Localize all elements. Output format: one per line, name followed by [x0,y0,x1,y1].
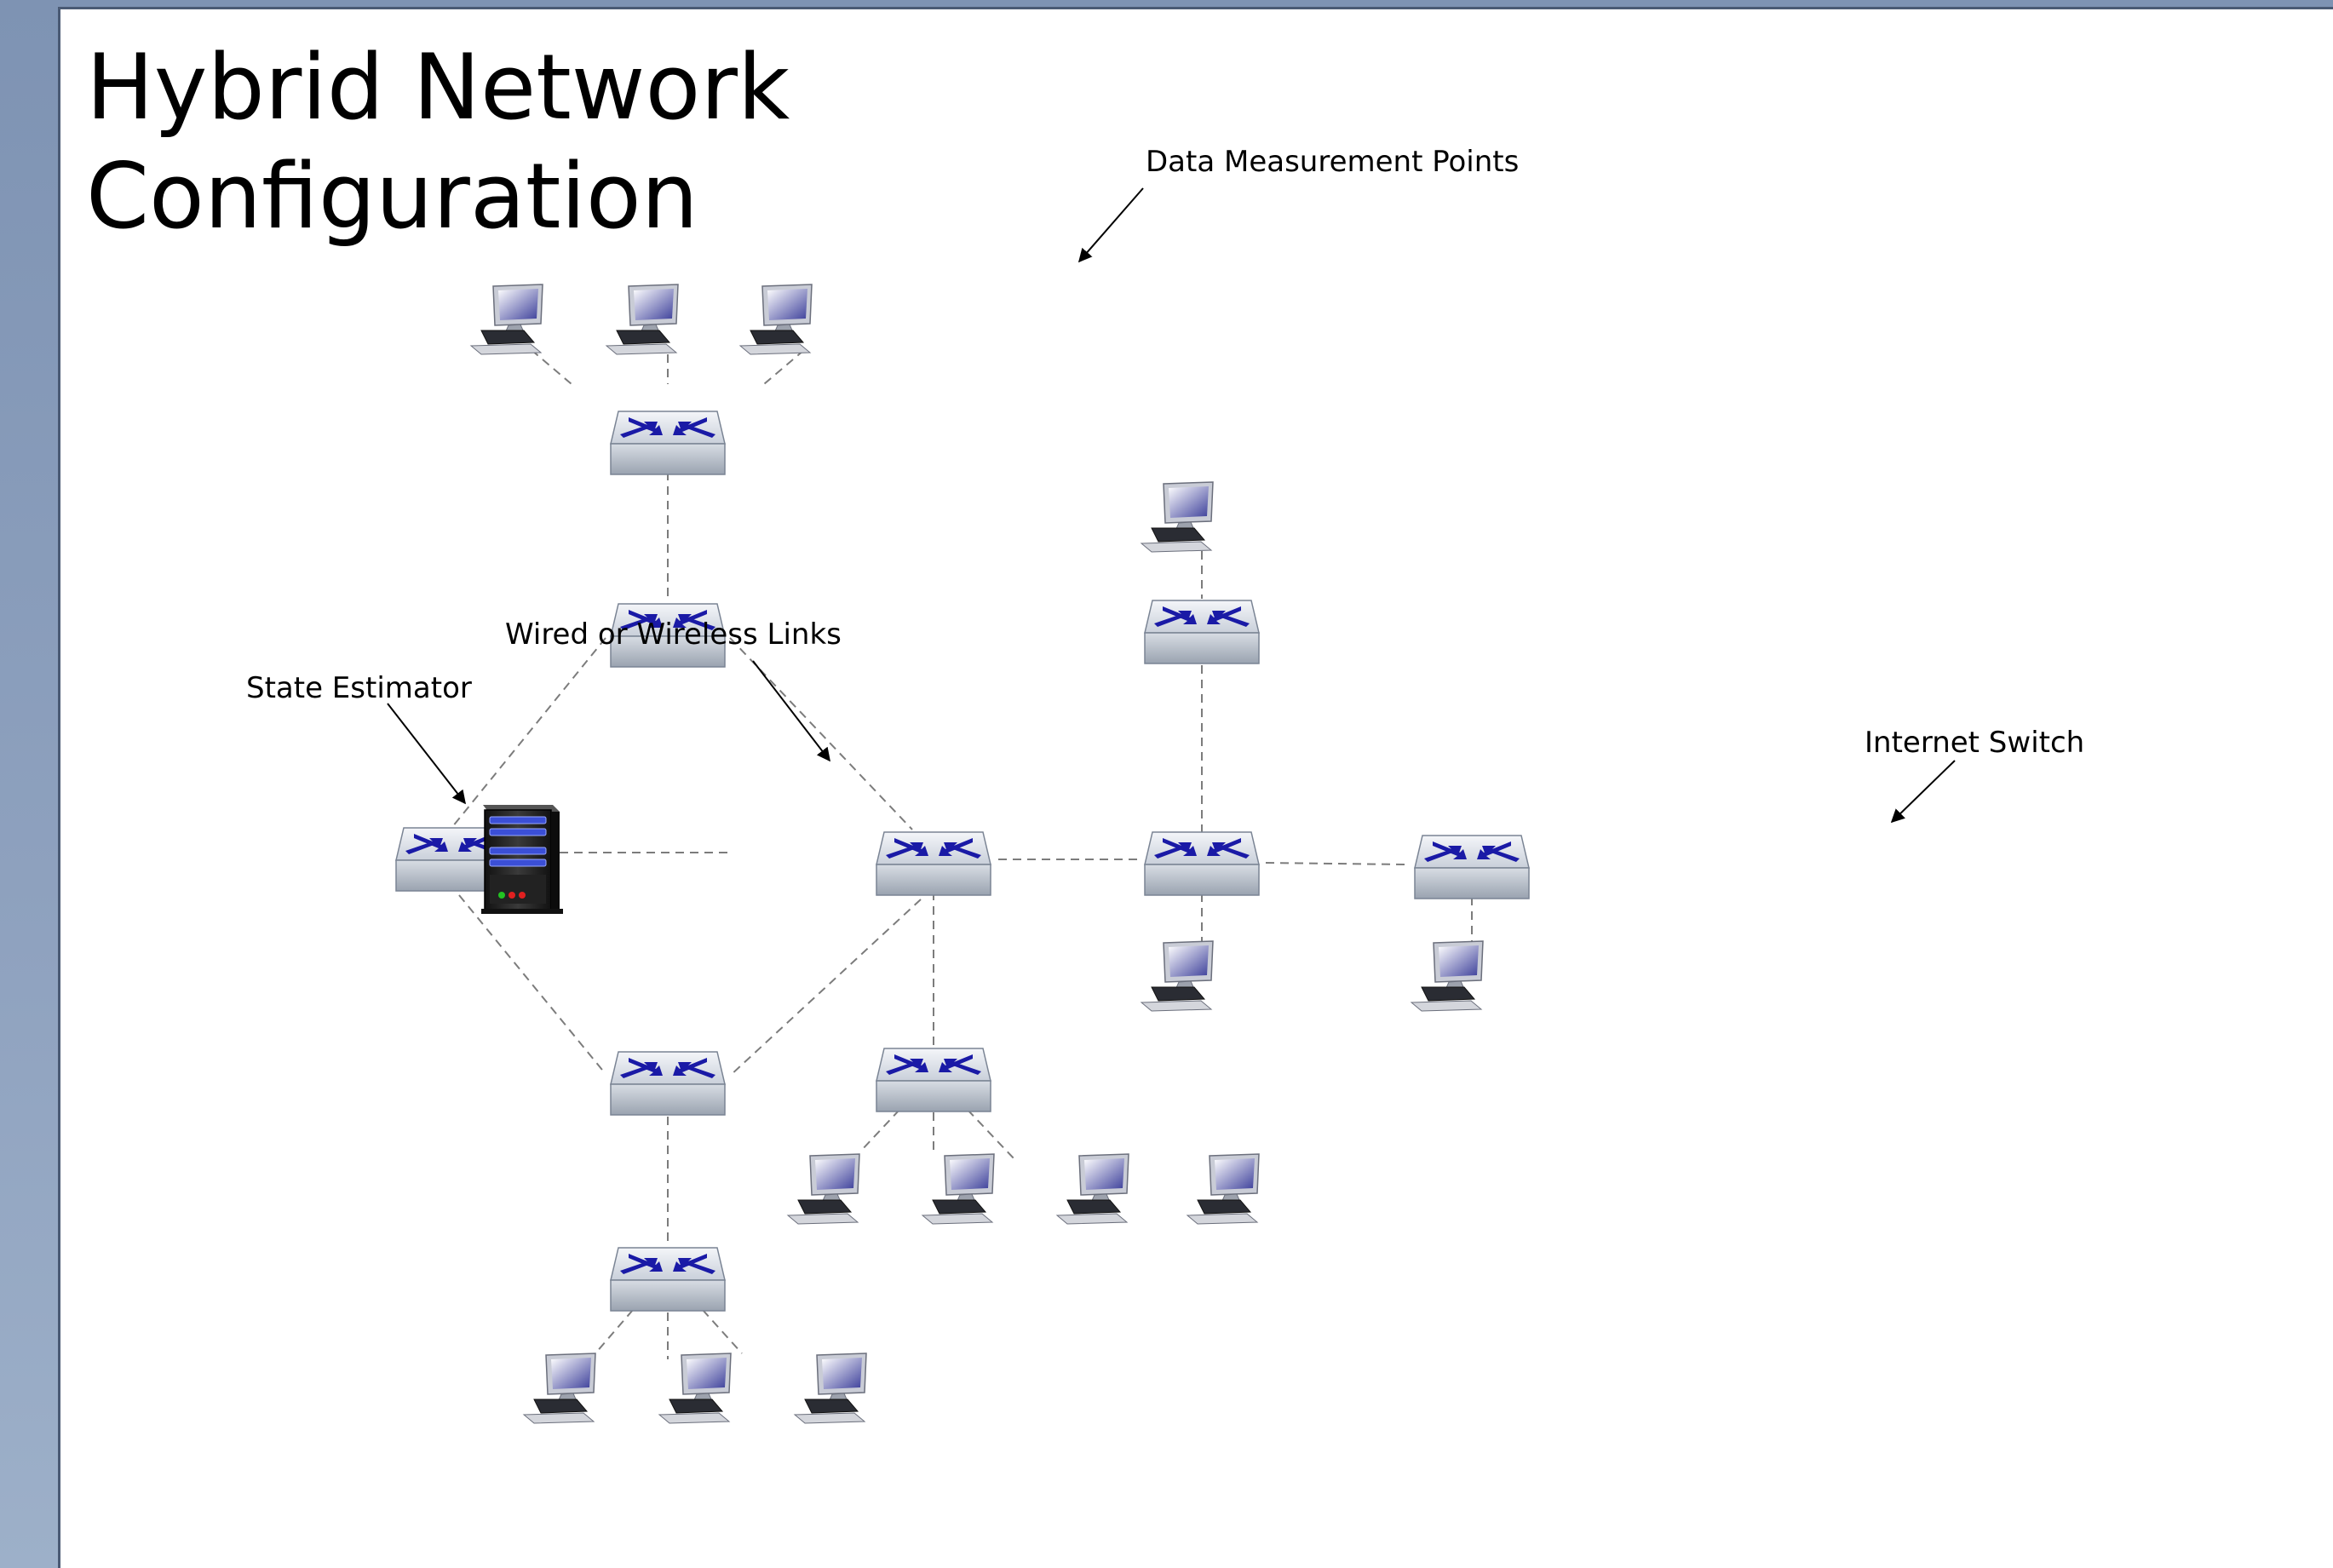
link [531,349,572,385]
annotations: Data Measurement Points Wired or Wireles… [246,145,2084,760]
computer-icon [1056,1153,1129,1225]
switch-icon [610,1051,726,1116]
link [702,1309,743,1354]
arrow-icon [1077,187,1144,263]
annotation-arrows [387,187,1956,824]
computer-icon [1141,940,1214,1012]
computer-icon [523,1353,596,1424]
link [451,637,606,828]
title-line-2: Configuration [86,144,698,249]
arrow-icon [752,660,830,762]
switch-icon [610,411,726,475]
computer-icon [794,1353,867,1424]
link [860,1109,900,1152]
computer-icon [658,1353,732,1424]
link [967,1109,1015,1160]
switch-icon [876,831,991,896]
network-diagram: Data Measurement Points Wired or Wireles… [246,145,2084,1424]
switch-icon [610,1247,726,1312]
title-line-1: Hybrid Network [86,35,790,140]
switch-icon [876,1048,991,1112]
annotation-wired-or-wireless-links: Wired or Wireless Links [505,617,842,652]
computer-icon [739,284,813,355]
computer-icon [470,284,543,355]
computer-icon [787,1153,860,1225]
switch-icon [1414,835,1530,899]
computer-icon [1411,940,1484,1012]
link [763,349,805,385]
annotation-state-estimator: State Estimator [246,671,472,705]
arrow-icon [387,703,466,805]
switch-icon [1144,600,1260,664]
slide-title: Hybrid Network Configuration [86,33,790,251]
link [595,1309,634,1354]
server-icon [481,805,563,914]
computer-icon [1187,1153,1260,1225]
annotation-internet-switch: Internet Switch [1865,726,2084,760]
computer-icon [922,1153,995,1225]
annotation-data-measurement-points: Data Measurement Points [1146,145,1519,179]
link [458,894,606,1075]
slide: Hybrid Network Configuration [58,7,2333,1568]
switch-icon [1144,831,1260,896]
link [1265,862,1407,865]
arrow-icon [1890,760,1956,824]
computer-icon [606,284,679,355]
computer-icon [1141,481,1214,553]
